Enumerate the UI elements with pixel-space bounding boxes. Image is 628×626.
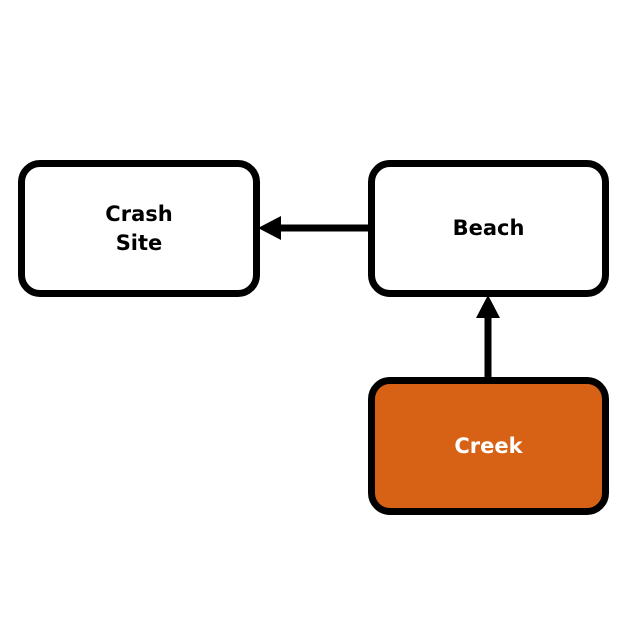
node-label: Creek [454, 433, 523, 458]
edge-beach-to-crash-site [258, 216, 368, 240]
node-creek: Creek [368, 377, 609, 515]
edge-creek-to-beach [476, 295, 500, 377]
node-label: Crash Site [105, 201, 173, 255]
node-crash-site: Crash Site [18, 160, 260, 297]
arrowhead [476, 295, 500, 318]
node-beach: Beach [368, 160, 609, 297]
node-label: Beach [452, 216, 525, 240]
arrowhead [258, 216, 281, 240]
